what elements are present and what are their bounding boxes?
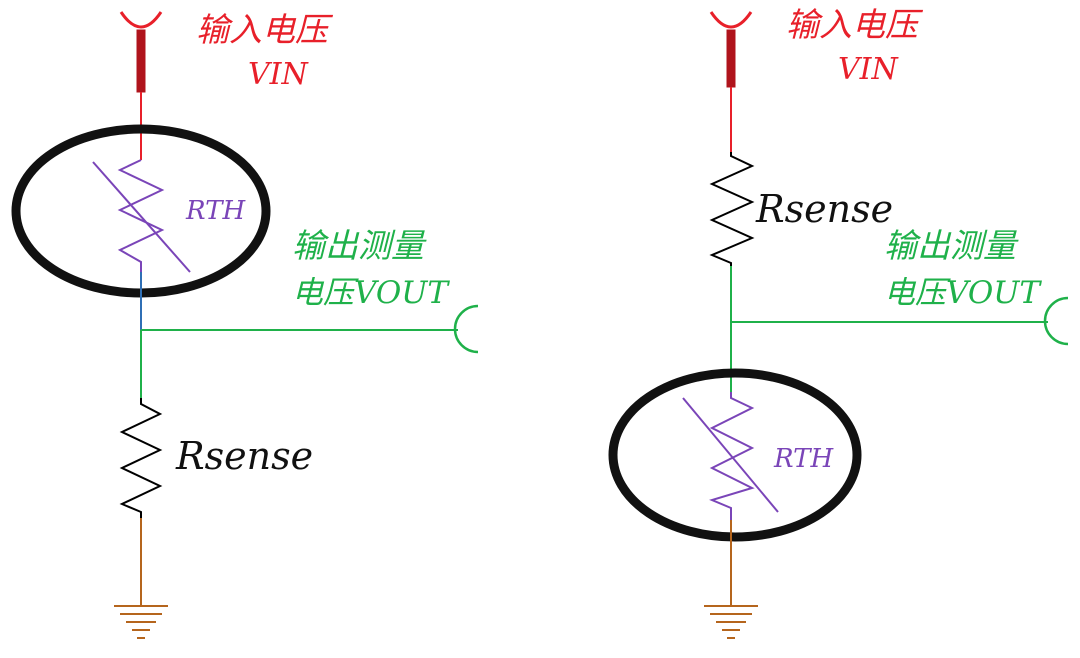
left-rsense-label: Rsense [175, 434, 313, 478]
right-circuit: 输入电压 VIN Rsense 输出测量 电压VOUT RTH [608, 5, 1069, 639]
right-input-pin [726, 29, 736, 88]
left-input-pin [136, 29, 146, 93]
left-ground-icon [114, 605, 168, 639]
left-rth-label: RTH [185, 196, 246, 226]
right-output-label-line1: 输出测量 [884, 226, 1019, 265]
right-rth-label: RTH [773, 444, 834, 474]
right-rth-highlight-ellipse [608, 368, 862, 542]
right-rsense-label: Rsense [755, 187, 893, 231]
right-input-label: 输入电压 [786, 5, 924, 44]
right-rth-slash [682, 397, 779, 513]
left-rth-zigzag [117, 159, 165, 272]
right-input-cup [709, 11, 753, 29]
right-input-connector [709, 11, 753, 152]
left-rth-slash [92, 161, 191, 273]
left-thermistor [92, 159, 191, 273]
right-output-label-line2: 电压VOUT [884, 275, 1042, 311]
left-rsense-zigzag [119, 398, 163, 518]
right-ground-icon [704, 605, 758, 639]
left-input-label: 输入电压 [196, 10, 334, 49]
left-output-label-line1: 输出测量 [292, 226, 427, 265]
right-thermistor [682, 392, 779, 520]
left-output-connector [453, 304, 479, 354]
left-input-connector [119, 11, 163, 160]
left-circuit: 输入电压 VIN RTH 输出测量 电压VOUT Rsense [11, 10, 479, 639]
right-rsense-zigzag [709, 152, 755, 266]
left-vin-label: VIN [248, 57, 310, 92]
right-output-connector [1043, 296, 1069, 346]
left-output-label-line2: 电压VOUT [292, 275, 450, 311]
left-input-cup [119, 11, 163, 29]
right-vin-label: VIN [838, 52, 900, 87]
